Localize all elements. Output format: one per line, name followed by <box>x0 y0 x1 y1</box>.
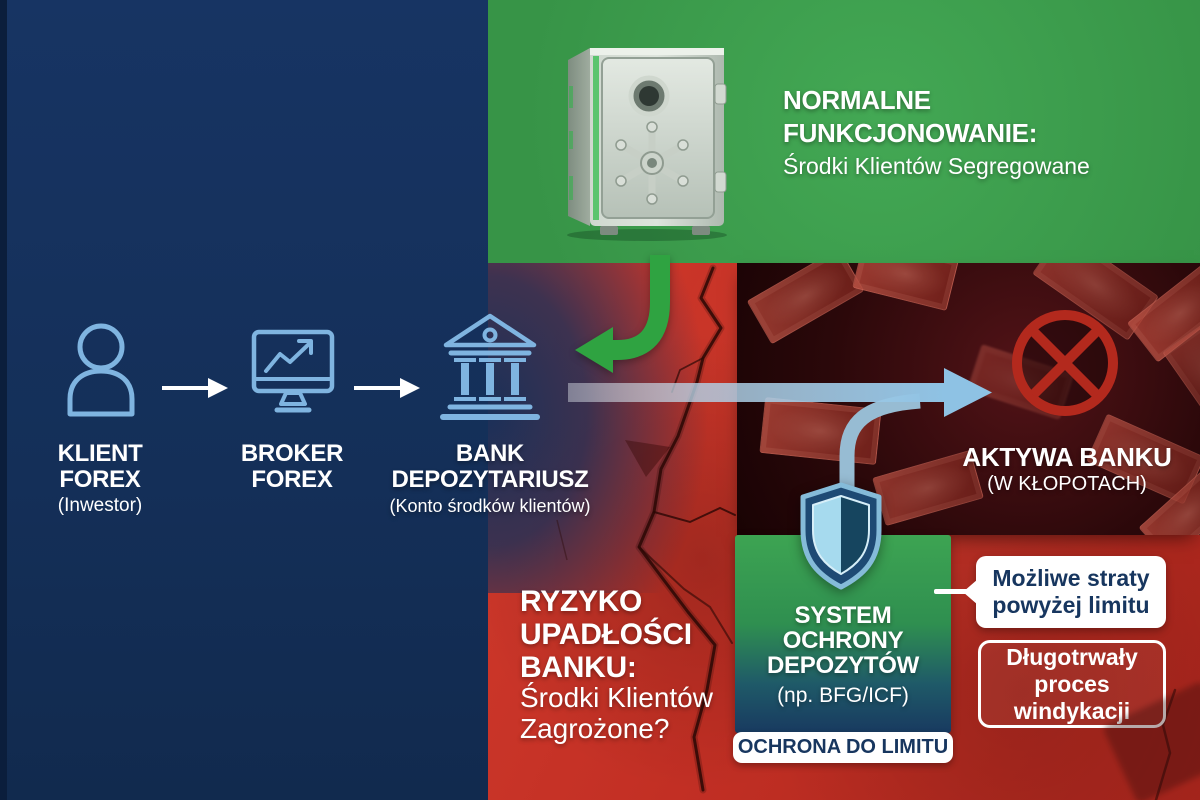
normal-operation-title: NORMALNE FUNKCJONOWANIE: <box>783 85 1038 148</box>
bank-assets-title: AKTYWA BANKU <box>962 442 1172 472</box>
left-edge-strip <box>0 0 7 800</box>
banknote <box>746 263 865 345</box>
bank-building-icon <box>440 313 540 420</box>
client-sublabel: (Inwestor) <box>57 495 143 516</box>
protection-subtitle: (np. BFG/ICF) <box>777 684 909 707</box>
no-entry-icon <box>1012 310 1118 416</box>
bank-sublabel: (Konto środków klientów) <box>389 496 591 516</box>
loss-bubble-text: Możliwe straty powyżej limitu <box>992 565 1150 618</box>
protection-title: SYSTEM OCHRONY DEPOZYTÓW <box>767 602 919 679</box>
arrow-right-icon <box>162 378 228 398</box>
user-icon <box>67 323 135 417</box>
protection-limit-badge: OCHRONA DO LIMITU <box>733 732 953 763</box>
safe-vault-icon <box>567 48 727 241</box>
client-label: KLIENT FOREX <box>57 440 143 493</box>
recovery-box-text: Długotrwały proces windykacji <box>1006 643 1138 724</box>
risk-title: RYZYKO UPADŁOŚCI BANKU: <box>520 585 692 684</box>
bank-label: BANK DEPOZYTARIUSZ <box>391 440 589 493</box>
loss-speech-bubble: Możliwe straty powyżej limitu <box>963 556 1166 628</box>
recovery-process-box: Długotrwały proces windykacji <box>978 640 1166 728</box>
crack-texture <box>556 264 1177 800</box>
shield-icon <box>800 482 882 590</box>
bank-assets-subtitle: (W KŁOPOTACH) <box>987 473 1147 495</box>
blue-flow-arrow-icon <box>568 368 992 492</box>
monitor-chart-icon <box>251 329 335 413</box>
banknote <box>852 263 959 311</box>
arrow-right-icon <box>354 378 420 398</box>
green-flow-arrow-icon <box>575 255 670 373</box>
broker-label: BROKER FOREX <box>240 440 344 493</box>
risk-subtitle: Środki Klientów Zagrożone? <box>520 682 713 744</box>
normal-operation-subtitle: Środki Klientów Segregowane <box>783 153 1090 179</box>
callout-connector <box>934 589 978 594</box>
